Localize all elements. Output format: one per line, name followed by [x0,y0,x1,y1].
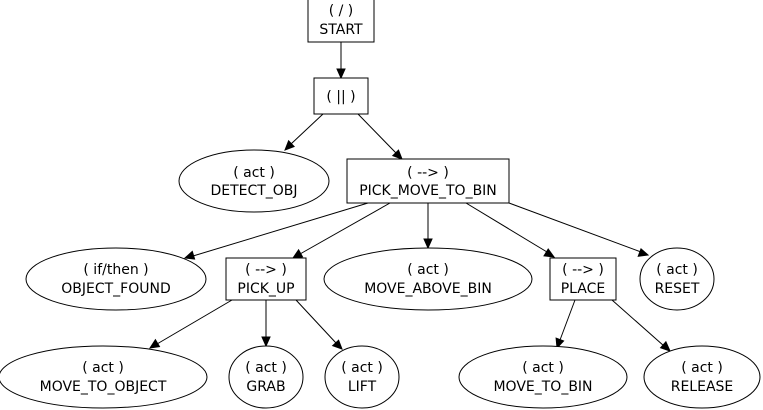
edge-parallel-detect [290,113,324,145]
node-object-found-label: OBJECT_FOUND [61,281,171,297]
node-place-box [549,257,617,301]
node-move-to-bin-type: ( act ) [522,360,564,376]
node-grab: ( act ) GRAB [228,345,304,409]
node-start-box [307,0,375,43]
node-pick-move-to-bin: ( --> ) PICK_MOVE_TO_BIN [346,158,510,204]
arrow-pmtb-move-above-bin [423,238,433,250]
node-release-ellipse [643,345,761,409]
node-move-above-bin-label: MOVE_ABOVE_BIN [364,281,492,297]
node-reset: ( act ) RESET [639,247,715,311]
edge-pick-up-move-to-object [156,299,233,345]
edge-pick-up-lift [295,299,337,344]
node-release-label: RELEASE [671,379,734,395]
node-object-found-type: ( if/then ) [83,262,148,278]
arrow-pmtb-reset [637,247,650,257]
node-pick-up: ( --> ) PICK_UP [225,257,307,301]
node-pick-up-type: ( --> ) [245,262,287,278]
arrow-place-release [659,340,671,352]
node-detect-obj-type: ( act ) [233,165,275,181]
node-lift-ellipse [324,345,400,409]
node-detect-obj: ( act ) DETECT_OBJ [178,149,330,213]
edge-pmtb-object-found [192,202,369,257]
node-grab-label: GRAB [246,379,285,395]
node-parallel-type: ( || ) [326,89,355,105]
edge-parallel-pmtb [357,113,397,154]
edge-place-release [611,299,665,347]
node-place-label: PLACE [561,281,606,297]
node-grab-type: ( act ) [245,360,287,376]
node-reset-type: ( act ) [656,262,698,278]
arrow-parallel-pmtb [391,149,403,160]
node-move-to-bin-label: MOVE_TO_BIN [493,379,592,395]
node-move-to-bin: ( act ) MOVE_TO_BIN [458,345,628,409]
node-place-type: ( --> ) [562,262,604,278]
arrow-pick-up-move-to-object [148,338,161,349]
node-move-to-object-ellipse [0,345,208,409]
node-pick-move-to-bin-box [346,158,510,204]
edge-pmtb-place [465,202,548,253]
arrow-parallel-detect [284,139,295,151]
tree-edges [148,42,671,352]
edge-pmtb-pick-up [299,202,391,255]
node-lift-type: ( act ) [341,360,383,376]
node-object-found: ( if/then ) OBJECT_FOUND [25,247,207,311]
node-pick-move-to-bin-type: ( --> ) [407,165,449,181]
node-start-label: START [319,22,363,38]
node-reset-ellipse [639,247,715,311]
node-move-to-object-label: MOVE_TO_OBJECT [40,379,167,395]
node-start: ( / ) START [307,0,375,43]
node-place: ( --> ) PLACE [549,257,617,301]
arrow-pick-up-lift [331,339,343,350]
node-detect-obj-ellipse [178,149,330,213]
node-reset-label: RESET [655,281,700,297]
node-lift: ( act ) LIFT [324,345,400,409]
arrow-start-parallel [336,68,346,80]
edge-place-move-to-bin [559,299,576,341]
arrow-pmtb-place [543,248,556,258]
node-parallel: ( || ) [313,77,369,115]
node-release: ( act ) RELEASE [643,345,761,409]
node-release-type: ( act ) [681,360,723,376]
node-move-above-bin-ellipse [323,247,533,311]
node-grab-ellipse [228,345,304,409]
node-pick-up-box [225,257,307,301]
node-lift-label: LIFT [348,379,377,395]
node-object-found-ellipse [25,247,207,311]
arrow-pick-up-grab [261,336,271,348]
edge-pmtb-reset [508,202,642,253]
node-move-to-bin-ellipse [458,345,628,409]
node-start-type: ( / ) [329,3,354,19]
arrow-pmtb-pick-up [291,248,304,259]
arrow-pmtb-object-found [183,250,196,260]
node-move-to-object: ( act ) MOVE_TO_OBJECT [0,345,208,409]
node-parallel-box [313,77,369,115]
arrow-place-move-to-bin [555,337,565,350]
node-pick-move-to-bin-label: PICK_MOVE_TO_BIN [359,183,497,199]
node-pick-up-label: PICK_UP [237,281,294,297]
node-move-above-bin-type: ( act ) [407,262,449,278]
node-move-to-object-type: ( act ) [82,360,124,376]
node-detect-obj-label: DETECT_OBJ [210,183,297,199]
node-move-above-bin: ( act ) MOVE_ABOVE_BIN [323,247,533,311]
